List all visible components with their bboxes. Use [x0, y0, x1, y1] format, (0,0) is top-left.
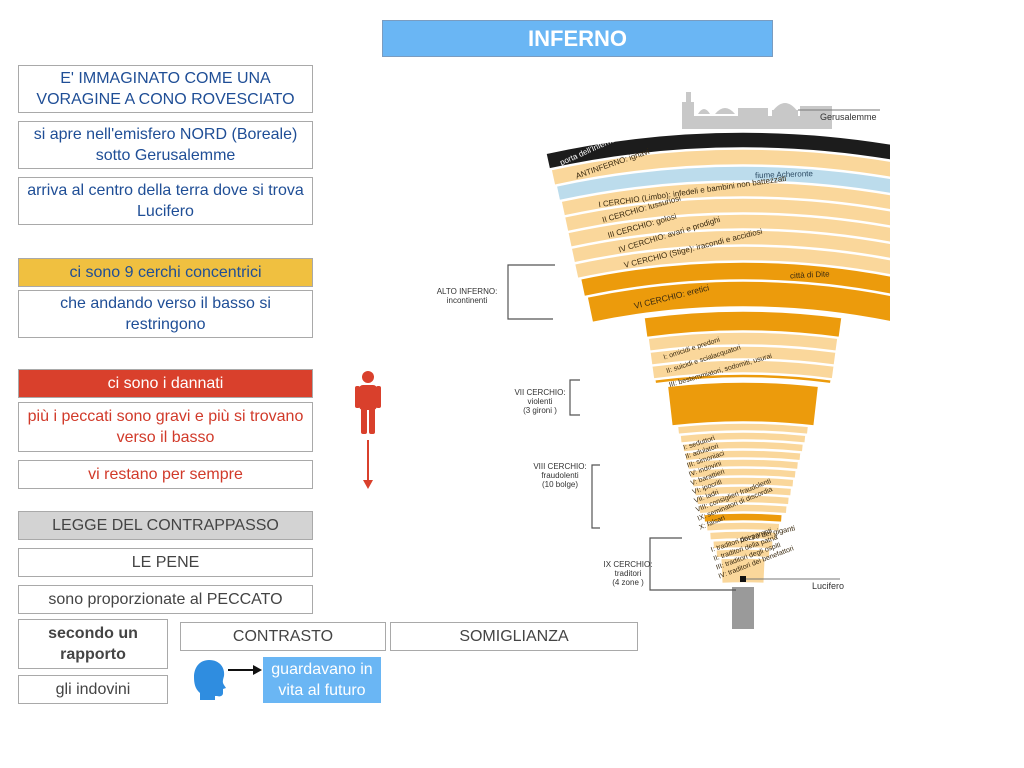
- rapporto-box: secondo un rapporto: [18, 619, 168, 669]
- bolgia-3-band: [681, 440, 805, 453]
- brackets: [507, 264, 736, 591]
- c1-band: [560, 181, 890, 217]
- bolge-label: (10 bolge): [542, 480, 578, 489]
- dite-band: [579, 261, 890, 298]
- head-profile-icon: [194, 660, 226, 700]
- dite-label: città di Dite: [790, 269, 831, 280]
- bolgia-8-band: [693, 485, 793, 497]
- cerchio9-label: IX CERCHIO:: [604, 560, 653, 569]
- arrow-right-icon: [228, 665, 262, 675]
- bolgia-6-band: [688, 467, 798, 480]
- girone-3-band: [650, 359, 836, 380]
- description-box-voragine: E' IMMAGINATO COME UNA VORAGINE A CONO R…: [18, 65, 313, 113]
- c6-band: [586, 280, 890, 324]
- violenti-label: violenti: [528, 397, 553, 406]
- lucifero-label: Lucifero: [812, 581, 844, 591]
- page-title: INFERNO: [382, 20, 773, 57]
- centro-band: [719, 557, 767, 585]
- bolgia-7-band: [691, 476, 795, 489]
- guardavano-box: guardavano in vita al futuro: [263, 657, 381, 703]
- c8-top-band: [666, 381, 820, 427]
- c4-band: [570, 229, 890, 264]
- bolgia-2-band: [679, 431, 807, 444]
- gironi-label: (3 gironi ): [523, 406, 557, 415]
- cerchi-box: ci sono 9 cerchi concentrici: [18, 258, 313, 287]
- contrappasso-box: LEGGE DEL CONTRAPPASSO: [18, 511, 313, 540]
- antinferno-band: [550, 148, 890, 187]
- description-box-lucifero: arriva al centro della terra dove si tro…: [18, 177, 313, 225]
- indovini-box: gli indovini: [18, 675, 168, 704]
- alto-inferno-label: ALTO INFERNO:: [437, 287, 498, 296]
- c7-top-band: [643, 310, 843, 339]
- proporzionate-box: sono proporzionate al PECCATO: [18, 585, 313, 614]
- zona-2-band: [708, 530, 778, 541]
- zona-4-band: [715, 548, 771, 559]
- person-icon: [355, 371, 381, 434]
- bolgia-1-band: [676, 422, 810, 436]
- gerusalemme-label: Gerusalemme: [820, 112, 877, 122]
- sempre-box: vi restano per sempre: [18, 460, 313, 489]
- bolgia-5-band: [686, 458, 800, 471]
- acheronte-band: [555, 165, 890, 202]
- cerchio7-label: VII CERCHIO:: [514, 388, 565, 397]
- incontinenti-label: incontinenti: [447, 296, 488, 305]
- c2-band: [563, 197, 890, 233]
- pozzo-band: [702, 512, 784, 524]
- girone-2-band: [649, 345, 837, 366]
- zona-3-band: [711, 539, 775, 550]
- restringono-box: che andando verso il basso si restringon…: [18, 290, 313, 338]
- pene-box: LE PENE: [18, 548, 313, 577]
- c5-band: [573, 245, 890, 280]
- lucifero-stem: [732, 587, 754, 629]
- bolgia-4-band: [684, 449, 802, 462]
- contrasto-box: CONTRASTO: [180, 622, 386, 651]
- c7-bottom-band: [653, 373, 833, 385]
- peccati-box: più i peccati sono gravi e più si trovan…: [18, 402, 313, 452]
- acheronte-label: fiume Acheronte: [755, 169, 814, 180]
- bolgia-10-band: [697, 503, 789, 515]
- somiglianza-box: SOMIGLIANZA: [390, 622, 638, 651]
- girone-1-band: [647, 331, 839, 353]
- zona-1-band: [705, 521, 781, 533]
- fraudolenti-label: fraudolenti: [541, 471, 579, 480]
- dannati-box: ci sono i dannati: [18, 369, 313, 398]
- cerchio8-label: VIII CERCHIO:: [533, 462, 586, 471]
- c3-band: [566, 213, 890, 249]
- zone-label: (4 zone ): [612, 578, 644, 587]
- gerusalemme-skyline: [682, 92, 832, 129]
- description-box-emisfero: si apre nell'emisfero NORD (Boreale) sot…: [18, 121, 313, 169]
- lucifero-marker: [740, 576, 746, 582]
- arrow-down-icon: [363, 440, 373, 489]
- traditori-label: traditori: [615, 569, 642, 578]
- bolgia-9-band: [695, 494, 791, 506]
- porta-band: [544, 131, 890, 170]
- inferno-diagram: Gerusalemme porta dell'InfernoANTINFERNO…: [437, 92, 890, 629]
